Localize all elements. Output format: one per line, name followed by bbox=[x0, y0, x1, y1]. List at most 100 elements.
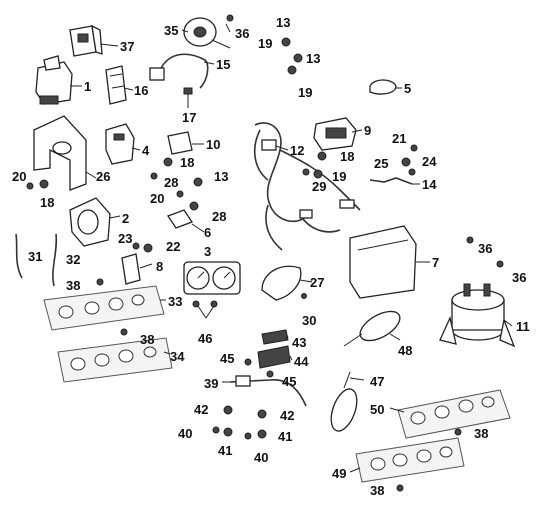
callout-19-bottom: 19 bbox=[298, 85, 312, 100]
callout-14: 14 bbox=[422, 177, 437, 192]
callout-37: 37 bbox=[120, 39, 134, 54]
callout-20-mid: 20 bbox=[150, 191, 164, 206]
callout-36-mid: 36 bbox=[478, 241, 492, 256]
part-44-grip bbox=[257, 345, 291, 369]
callout-36-top: 36 bbox=[235, 26, 249, 41]
callout-4: 4 bbox=[142, 143, 150, 158]
leader-lines bbox=[70, 23, 513, 473]
callout-12: 12 bbox=[290, 143, 304, 158]
callout-24: 24 bbox=[422, 154, 437, 169]
callout-28-top: 28 bbox=[164, 175, 178, 190]
callout-17: 17 bbox=[182, 110, 196, 125]
callout-22: 22 bbox=[166, 239, 180, 254]
part-4-relay bbox=[105, 123, 135, 165]
part-2-horn bbox=[69, 197, 111, 247]
callout-26: 26 bbox=[96, 169, 110, 184]
part-33-switch-panel bbox=[43, 285, 165, 331]
callout-41-right: 41 bbox=[278, 429, 292, 444]
callout-50: 50 bbox=[370, 402, 384, 417]
part-6-cap bbox=[167, 209, 193, 229]
callout-32: 32 bbox=[66, 252, 80, 267]
callout-41-left: 41 bbox=[218, 443, 232, 458]
callout-40-bottom: 40 bbox=[254, 450, 268, 465]
callout-49: 49 bbox=[332, 466, 346, 481]
part-16-regulator bbox=[105, 65, 127, 105]
part-3-speedometer bbox=[183, 261, 241, 295]
part-39-switch bbox=[229, 375, 307, 407]
callout-16: 16 bbox=[134, 83, 148, 98]
part-50-switch-panel bbox=[397, 389, 511, 439]
callout-42-left: 42 bbox=[194, 402, 208, 417]
part-27-lens bbox=[261, 265, 302, 301]
callout-9: 9 bbox=[364, 123, 371, 138]
callout-8: 8 bbox=[156, 259, 163, 274]
callout-34: 34 bbox=[170, 349, 185, 364]
callout-36-right: 36 bbox=[512, 270, 526, 285]
callout-18-mid: 18 bbox=[180, 155, 194, 170]
part-32-cable bbox=[52, 233, 58, 287]
callout-38-left: 38 bbox=[66, 278, 80, 293]
part-26-bracket bbox=[33, 115, 87, 191]
part-12-wiring-harness bbox=[253, 122, 361, 251]
callout-13-top: 13 bbox=[276, 15, 290, 30]
callout-18-right: 18 bbox=[340, 149, 354, 164]
part-31-cable bbox=[15, 233, 23, 279]
part-14-wire bbox=[369, 177, 413, 185]
part-9-fuse-box bbox=[313, 117, 357, 151]
fasteners bbox=[26, 14, 504, 492]
callout-23: 23 bbox=[118, 231, 132, 246]
callout-31: 31 bbox=[28, 249, 42, 264]
callout-13-right: 13 bbox=[306, 51, 320, 66]
callout-18-left: 18 bbox=[40, 195, 54, 210]
callout-6: 6 bbox=[204, 225, 211, 240]
callout-2: 2 bbox=[122, 211, 129, 226]
callout-21: 21 bbox=[392, 131, 406, 146]
callout-13-mid: 13 bbox=[214, 169, 228, 184]
callout-29: 29 bbox=[312, 179, 326, 194]
callout-20-left: 20 bbox=[12, 169, 26, 184]
part-49-switch-panel bbox=[355, 437, 465, 483]
callout-28-bottom: 28 bbox=[212, 209, 226, 224]
part-34-switch-panel bbox=[57, 337, 173, 383]
callout-27: 27 bbox=[310, 275, 324, 290]
callout-45-left: 45 bbox=[220, 351, 234, 366]
part-35-sensor bbox=[183, 17, 231, 49]
part-43-grip bbox=[261, 329, 289, 345]
callout-48: 48 bbox=[398, 343, 412, 358]
callout-39: 39 bbox=[204, 376, 218, 391]
part-48-mirror bbox=[343, 310, 401, 347]
callout-19-left: 19 bbox=[258, 36, 272, 51]
part-5-connector bbox=[369, 79, 397, 95]
part-15-cable bbox=[149, 53, 209, 89]
callout-3: 3 bbox=[204, 244, 211, 259]
callout-5: 5 bbox=[404, 81, 411, 96]
callout-33: 33 bbox=[168, 294, 182, 309]
callout-43: 43 bbox=[292, 335, 306, 350]
callout-35: 35 bbox=[164, 23, 178, 38]
part-47-mirror bbox=[330, 371, 358, 432]
callout-38-bottom: 38 bbox=[370, 483, 384, 498]
callout-47: 47 bbox=[370, 374, 384, 389]
callout-15: 15 bbox=[216, 57, 230, 72]
callout-30: 30 bbox=[302, 313, 316, 328]
callout-19-right: 19 bbox=[332, 169, 346, 184]
callout-38-right: 38 bbox=[474, 426, 488, 441]
part-17-bolt bbox=[183, 87, 193, 104]
part-7-battery bbox=[349, 225, 417, 299]
callout-42-right: 42 bbox=[280, 408, 294, 423]
callout-44: 44 bbox=[294, 354, 309, 369]
callout-46: 46 bbox=[198, 331, 212, 346]
callout-40-left: 40 bbox=[178, 426, 192, 441]
callout-11: 11 bbox=[516, 319, 530, 334]
part-1-ignition-coil bbox=[35, 55, 73, 105]
callout-25: 25 bbox=[374, 156, 388, 171]
part-37-relay bbox=[69, 24, 103, 57]
callout-45-right: 45 bbox=[282, 374, 296, 389]
callout-10: 10 bbox=[206, 137, 220, 152]
part-11-starter-relay bbox=[439, 283, 516, 348]
callout-7: 7 bbox=[432, 255, 439, 270]
callout-1: 1 bbox=[84, 79, 91, 94]
part-10-switch bbox=[167, 131, 193, 155]
callout-labels: 37 1 16 35 36 15 17 13 19 13 19 5 4 10 1… bbox=[12, 15, 530, 498]
